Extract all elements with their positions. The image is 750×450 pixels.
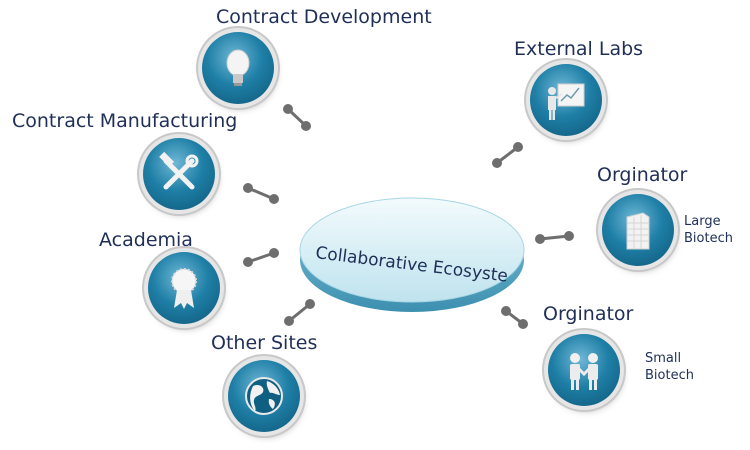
node-other-sites	[228, 360, 300, 432]
node-external-labs	[530, 64, 602, 136]
connector-academia	[243, 248, 279, 267]
presentation-board-icon	[548, 83, 585, 120]
connector-contract-manufacturing	[243, 183, 279, 204]
node-label-originator-small: Orginator	[543, 303, 634, 325]
handshake-icon	[570, 353, 598, 390]
award-ribbon-icon	[171, 268, 197, 309]
node-originator-small	[548, 334, 620, 406]
node-originator-large	[602, 194, 674, 266]
sublabel-biotech-small: Biotech	[645, 368, 694, 383]
node-contract-manufacturing	[143, 138, 215, 210]
connector-originator-large	[535, 231, 574, 244]
sublabel-biotech-large: Biotech	[684, 231, 733, 246]
node-label-other-sites: Other Sites	[211, 332, 318, 354]
node-label-originator-large: Orginator	[597, 164, 688, 186]
node-label-external-labs: External Labs	[514, 38, 644, 60]
node-label-contract-development: Contract Development	[216, 6, 432, 28]
center-ellipse: Collaborative Ecosystem	[295, 190, 525, 312]
connector-external-labs	[492, 142, 523, 168]
node-academia	[148, 252, 220, 324]
connector-contract-development	[283, 104, 311, 131]
node-label-contract-manufacturing: Contract Manufacturing	[12, 110, 238, 132]
node-sublabel-originator-large: Large Biotech	[684, 213, 733, 247]
node-label-academia: Academia	[99, 229, 193, 251]
sublabel-small: Small	[645, 351, 682, 366]
lightbulb-icon	[226, 49, 250, 86]
connector-other-sites	[284, 299, 315, 326]
node-contract-development	[202, 32, 274, 104]
node-sublabel-originator-small: Small Biotech	[645, 350, 694, 384]
globe-icon	[245, 377, 283, 415]
tools-icon	[159, 151, 199, 190]
office-building-icon	[626, 212, 650, 250]
connector-originator-small	[501, 306, 528, 329]
sublabel-large: Large	[684, 214, 721, 229]
